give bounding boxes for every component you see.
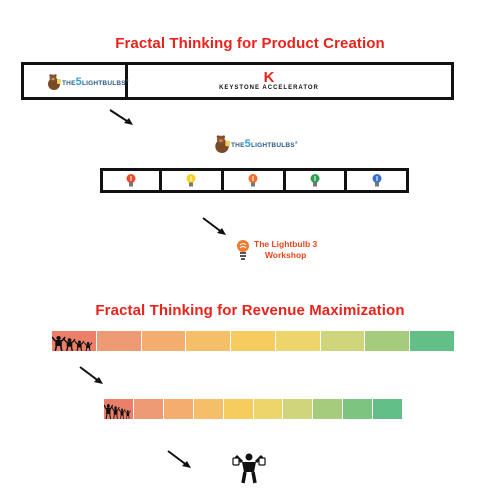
bear-icon bbox=[215, 135, 230, 153]
bulb-blue-icon bbox=[372, 173, 382, 186]
bar-segment bbox=[193, 399, 224, 419]
bulb-cell-5 bbox=[347, 171, 406, 190]
bulb-red-icon bbox=[126, 173, 136, 186]
logo-mark: ® bbox=[294, 139, 298, 145]
lightbulb-icon bbox=[237, 240, 249, 260]
bulb-cell-3 bbox=[224, 171, 286, 190]
bar-segment bbox=[320, 331, 366, 351]
product-creation-title: Fractal Thinking for Product Creation bbox=[115, 35, 385, 52]
revenue-gradient-bar-large bbox=[51, 331, 455, 352]
bar-segment bbox=[365, 331, 411, 351]
bulb-orange-icon bbox=[248, 173, 258, 186]
arrow-down-right-icon bbox=[202, 217, 226, 235]
strongman-figures-icon bbox=[51, 336, 93, 352]
lightbulbs-cell: THE5LIGHTBULBS® bbox=[24, 65, 129, 97]
bar-segment bbox=[231, 331, 276, 351]
logo-suffix: LIGHTBULBS bbox=[81, 80, 126, 87]
bar-segment bbox=[343, 399, 374, 419]
bar-segment bbox=[373, 399, 403, 419]
keystone-name: KEYSTONE ACCELERATOR bbox=[219, 85, 319, 91]
arrow-down-right-icon bbox=[167, 450, 191, 468]
keystone-logo: K KEYSTONE ACCELERATOR bbox=[204, 69, 334, 91]
arrow-down-right-icon bbox=[79, 366, 103, 384]
bulb-cell-4 bbox=[286, 171, 348, 190]
bar-segment bbox=[410, 331, 455, 351]
bodybuilder-icon bbox=[232, 452, 266, 489]
logo-number: 5 bbox=[244, 138, 251, 150]
bar-segment bbox=[275, 331, 321, 351]
logo-number: 5 bbox=[75, 76, 82, 88]
bulb-cell-2 bbox=[162, 171, 224, 190]
bulb-green-icon bbox=[310, 173, 320, 186]
bar-segment bbox=[133, 399, 164, 419]
bar-segment bbox=[253, 399, 284, 419]
bear-icon bbox=[48, 74, 61, 90]
workshop-label: The Lightbulb 3 Workshop bbox=[236, 239, 317, 261]
bulb-yellow-icon bbox=[186, 173, 196, 186]
lightbulbs-logo-center: THE5LIGHTBULBS® bbox=[213, 133, 298, 155]
bar-segment bbox=[223, 399, 254, 419]
revenue-gradient-bar-small bbox=[103, 399, 403, 420]
bar-segment bbox=[186, 331, 232, 351]
logo-prefix: THE bbox=[231, 142, 245, 149]
strongman-figures-icon bbox=[103, 404, 131, 420]
bar-segment bbox=[141, 331, 187, 351]
logo-mark: ® bbox=[125, 77, 129, 83]
logo-prefix: THE bbox=[62, 80, 76, 87]
bar-segment bbox=[283, 399, 314, 419]
bar-segment bbox=[103, 399, 134, 420]
bar-segment bbox=[96, 331, 142, 351]
top-framework-row: THE5LIGHTBULBS® K KEYSTONE ACCELERATOR bbox=[21, 62, 454, 100]
bar-segment bbox=[51, 331, 97, 352]
arrow-down-right-icon bbox=[109, 109, 133, 125]
bulb-cell-1 bbox=[103, 171, 162, 190]
bar-segment bbox=[313, 399, 344, 419]
bar-segment bbox=[163, 399, 194, 419]
keystone-k-icon: K bbox=[263, 69, 275, 86]
logo-suffix: LIGHTBULBS bbox=[250, 142, 295, 149]
revenue-maximization-title: Fractal Thinking for Revenue Maximizatio… bbox=[95, 302, 405, 319]
workshop-line-1: The Lightbulb 3 bbox=[254, 239, 318, 249]
lightbulbs-logo: THE5LIGHTBULBS® bbox=[46, 73, 129, 91]
lightbulb-row bbox=[100, 168, 409, 193]
workshop-line-2: Workshop bbox=[264, 250, 307, 260]
